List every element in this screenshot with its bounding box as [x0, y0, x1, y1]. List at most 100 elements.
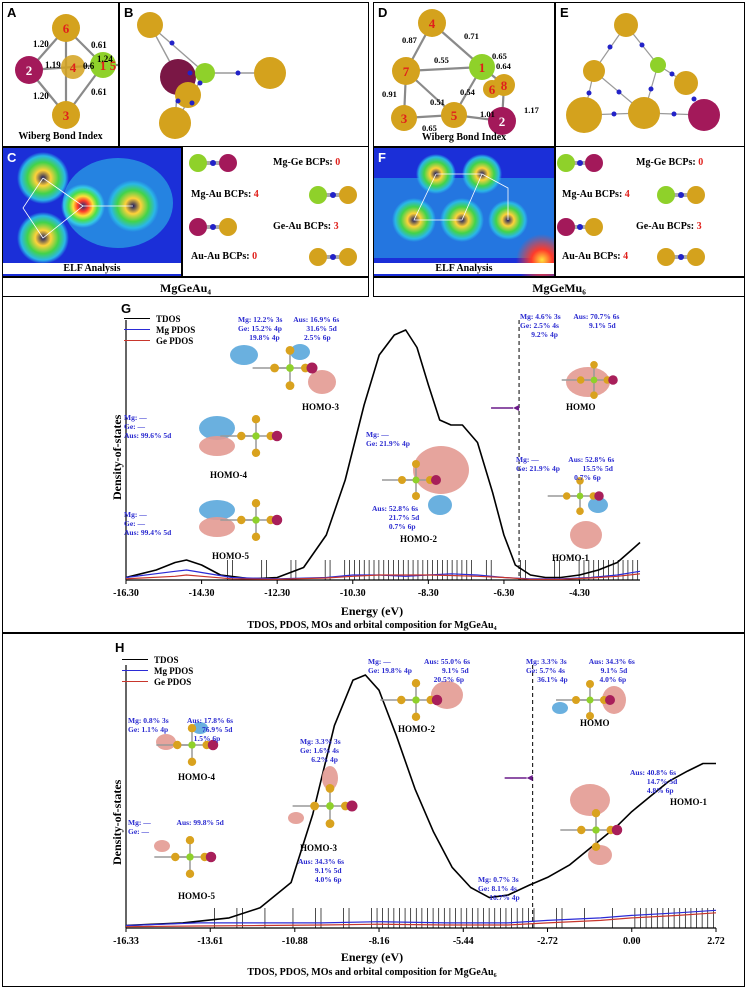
panel-c: C ELF Analysis [2, 147, 182, 277]
orbital-lobe [199, 517, 235, 537]
gold-atom [412, 460, 420, 468]
x-axis-label: Energy (eV) [340, 950, 404, 964]
orbital-lobe [199, 500, 235, 520]
annotation-homo-2a: Mg: — Ge: 21.9% 4p [366, 430, 410, 448]
bcp-mg-ge: Mg-Ge BCPs: 0 [273, 157, 341, 168]
gold-atom [562, 492, 571, 500]
atom-label: 8 [501, 78, 508, 93]
gold-atom [591, 809, 601, 818]
atom-label: 3 [401, 111, 408, 126]
footer-left: MgGeAu₄ [2, 277, 369, 297]
gold-atom [237, 431, 246, 441]
homo-arrow-head [513, 405, 520, 411]
y-axis-label: Density-of-states [110, 779, 124, 865]
x-tick-label: -16.30 [113, 588, 139, 599]
orbital-lobe [230, 345, 258, 365]
ge-atom [576, 492, 584, 500]
annotation-homo-3b: Aus: 34.3% 6s 9.1% 5d 4.0% 6p [298, 857, 345, 884]
atom-label: 1 [100, 58, 107, 73]
x-tick-label: -16.33 [113, 936, 139, 947]
bcp-ge-au: Ge-Au BCPs: 3 [636, 221, 702, 232]
annotation-homo-2: Mg: — Aus: 55.0% 6s Ge: 19.8% 4p 9.1% 5d… [368, 657, 471, 684]
x-tick-label: -10.30 [339, 588, 366, 599]
annotation-homo: Mg: 3.3% 3s Aus: 34.3% 6s Ge: 5.7% 4s 9.… [526, 657, 635, 684]
bond-label: 0.65 [422, 123, 437, 133]
ge-atom [586, 696, 594, 704]
mo-homo5-structure [154, 836, 217, 878]
panel-caption: Wiberg Bond Index [421, 132, 507, 143]
series-ge-pdos [125, 573, 641, 580]
mo-homo2-structure [380, 679, 443, 721]
gold-atom [411, 712, 421, 721]
annotation-homo-3: Mg: 12.2% 3s Aus: 16.9% 6s Ge: 15.2% 4p … [238, 315, 340, 342]
mo-homo1-structure [560, 809, 623, 851]
panel-label: F [378, 150, 386, 165]
bond-label: 0.6 [83, 61, 95, 71]
gold-atom [590, 391, 598, 400]
mo-label: HOMO-4 [178, 772, 215, 782]
orbital-lobe [290, 344, 310, 360]
legend-item-ge: Ge PDOS [124, 335, 195, 346]
legend-item-mg: Mg PDOS [122, 665, 193, 676]
orbital-lobe [288, 812, 304, 824]
orbital-lobe [154, 840, 170, 852]
panel-b: B [119, 2, 369, 147]
gold-atom [412, 492, 420, 500]
gold-atom [411, 679, 421, 688]
orbital-lobe [199, 436, 235, 456]
homo-arrow-head [526, 775, 533, 781]
atom-label: 5 [110, 58, 117, 73]
mo-label: HOMO-1 [670, 797, 707, 807]
panel-d: 4 7 1 8 6 3 5 2 0.87 0.71 0.55 0.65 0.64… [373, 2, 555, 147]
bcp-molecule-e [566, 13, 720, 133]
bcp-legend-right: Mg-Ge BCPs: 0 Mg-Au BCPs: 4 Ge-Au BCPs: … [555, 147, 745, 277]
orbital-lobe [570, 521, 602, 549]
panel-caption: ELF Analysis [374, 263, 554, 274]
footer-right: MgGeMu₆ [373, 277, 745, 297]
gold-atom [325, 784, 335, 793]
mo-label: HOMO-2 [400, 534, 437, 544]
series-ge-pdos [125, 912, 717, 928]
x-tick-label: -5.44 [452, 936, 474, 947]
ge-atom [252, 516, 260, 524]
gold-atom [237, 515, 246, 525]
mg-atom [594, 491, 604, 501]
mo-label: HOMO [566, 402, 596, 412]
panel-caption: Wiberg Bond Index [18, 131, 103, 142]
atom-label: 1 [479, 60, 486, 75]
annotation-homo-3a: Mg: 3.3% 3s Ge: 1.6% 4s 6.2% 4p [300, 737, 341, 764]
bond-label: 0.65 [492, 51, 507, 61]
gold-atom [185, 869, 195, 878]
gold-atom [285, 381, 295, 390]
bond-label: 0.91 [382, 89, 397, 99]
x-tick-label: -8.16 [368, 936, 390, 947]
x-tick-label: -8.30 [417, 588, 439, 599]
bcp-au-au: Au-Au BCPs: 4 [562, 251, 629, 262]
mg-atom [205, 851, 217, 863]
annotation-homo-5: Mg: — Ge: — Aus: 99.4% 5d [124, 510, 172, 537]
atom-label: 5 [451, 108, 458, 123]
gold-atom [576, 376, 585, 384]
gold-atom [173, 740, 182, 750]
mg-atom [346, 800, 358, 812]
series-tdos [125, 329, 641, 580]
annotation-homo-1: Aus: 40.8% 6s 14.7% 5d 4.8% 6p [630, 768, 678, 795]
series-tdos [125, 674, 716, 927]
x-tick-label: 2.72 [707, 936, 725, 947]
gold-atom [251, 499, 261, 508]
mg-atom [431, 694, 443, 706]
atom-label: 2 [26, 63, 33, 78]
panel-caption: ELF Analysis [3, 263, 181, 274]
annotation-homo-5: Mg: — Aus: 99.8% 5d Ge: — [128, 818, 224, 836]
ge-atom [590, 376, 598, 384]
gold-atom [591, 842, 601, 851]
orbital-lobe [588, 497, 608, 513]
gold-atom [285, 346, 295, 355]
ge-atom [326, 802, 334, 810]
gold-atom [325, 819, 335, 828]
gold-atom [590, 361, 598, 369]
mo-homo3-structure [292, 784, 358, 828]
x-tick-label: -4.30 [569, 588, 590, 599]
legend-item-ge: Ge PDOS [122, 676, 193, 687]
